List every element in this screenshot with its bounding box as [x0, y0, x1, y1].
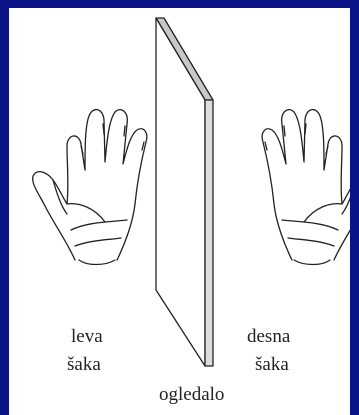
mirror-icon: [156, 18, 213, 366]
diagram-svg: [9, 8, 350, 415]
diagram-panel: leva šaka desna šaka ogledalo: [9, 8, 350, 415]
right-hand-icon: [262, 110, 350, 265]
left-hand-icon: [33, 110, 147, 265]
right-hand-label-line2: šaka: [255, 354, 289, 376]
left-hand-label-line1: leva: [71, 326, 103, 348]
left-hand-label-line2: šaka: [67, 354, 101, 376]
right-hand-label-line1: desna: [247, 326, 290, 348]
mirror-label: ogledalo: [159, 384, 224, 406]
